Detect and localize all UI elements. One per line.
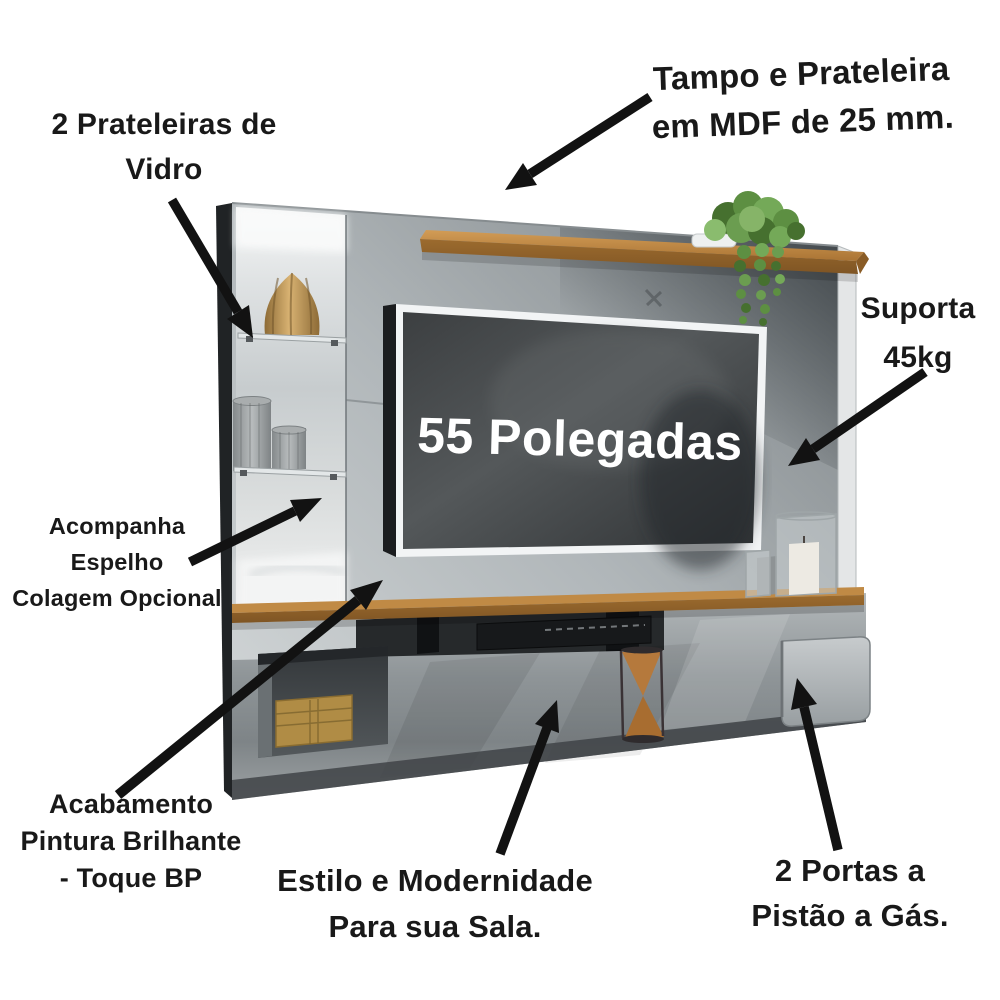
mirror-column [236, 207, 347, 610]
annotation-acabamento-line1: Acabamento [48, 789, 214, 819]
top-shelf-top [420, 230, 864, 261]
annotation-acabamento: Acabamento Pintura Brilhante - Toque BP [0, 786, 262, 897]
glass-shelf-2 [233, 466, 347, 478]
lower-shelf-top [232, 587, 864, 613]
annotation-acompanha: Acompanha Espelho Colagem Opcional [3, 508, 231, 616]
shelf-bracket [240, 470, 247, 476]
cabinet-reflection-streak [380, 653, 540, 778]
annotation-arrows [114, 93, 928, 856]
candles [745, 511, 837, 598]
panel-left-edge [216, 203, 232, 798]
annotation-suporta-line2: 45kg [883, 341, 953, 374]
annotation-estilo-line1: Estilo e Modernidade [277, 863, 593, 898]
tv [383, 304, 767, 570]
gray-vase-tall-top [232, 396, 272, 406]
mirror-ceiling-reflection [236, 207, 346, 252]
shelf-bracket [330, 474, 337, 480]
tv-side-edge [383, 304, 396, 557]
speaker-left [417, 611, 439, 654]
top-shelf-front [420, 239, 858, 274]
annotation-tampo: Tampo e Prateleira em MDF de 25 mm. [610, 43, 993, 152]
glass-holder-small [745, 549, 771, 598]
estilo-arrow-icon [495, 700, 559, 856]
gray-vase-tall [233, 400, 271, 471]
gray-vase-short [272, 428, 306, 471]
lower-shelf-shadow [232, 605, 864, 630]
annotation-portas-line1: 2 Portas a [774, 853, 926, 888]
mirror-reflection-line [249, 564, 346, 577]
gold-vase [264, 273, 320, 335]
top-shelf-end [856, 252, 869, 274]
lower-shelf-front [232, 595, 864, 623]
glass-shelf-upper [237, 272, 347, 346]
glass-shelf-1 [237, 332, 347, 344]
hourglass-decor [619, 646, 665, 743]
annotation-portas-line2: Pistão a Gás. [751, 898, 949, 933]
top-wood-shelf [420, 230, 869, 282]
top-shelf-shadow [422, 251, 858, 282]
gold-box [275, 694, 353, 748]
annotation-acabamento-line3: - Toque BP [59, 863, 203, 893]
hourglass-bottom-cone [624, 696, 664, 740]
cabinet-highlight-streak [660, 614, 790, 730]
hourglass-top-cone [622, 650, 662, 696]
tampo-arrow-icon [505, 93, 653, 190]
annotation-estilo-line2: Para sua Sala. [328, 909, 542, 944]
tv-screen-shadow [640, 390, 760, 570]
annotation-prateleiras: 2 Prateleiras de Vidro [28, 102, 300, 192]
hanging-plant [691, 191, 805, 326]
prateleiras-arrow-icon [167, 197, 253, 338]
gray-vase-short-top [271, 425, 307, 435]
annotation-suporta: Suporta 45kg [843, 284, 993, 382]
lower-wood-shelf [232, 587, 864, 630]
acompanha-arrow-icon [187, 498, 322, 567]
annotation-acompanha-line1: Acompanha [48, 513, 186, 539]
hourglass-top [621, 646, 663, 654]
dvd-front-buttons [544, 624, 646, 631]
mirror-surface [236, 207, 346, 610]
gold-box-lines [275, 699, 353, 744]
panel-reflection-mark [644, 288, 663, 308]
gray-vase-ribs [240, 403, 260, 470]
acabamento-arrow-icon [114, 580, 383, 799]
glass-shelf-lower [232, 396, 347, 480]
annotation-suporta-line1: Suporta [860, 292, 976, 325]
annotation-portas: 2 Portas a Pistão a Gás. [733, 848, 967, 938]
annotation-acabamento-line2: Pintura Brilhante [20, 826, 242, 856]
dvd-player [476, 615, 652, 651]
tv-size-label: 55 Polegadas [416, 407, 744, 471]
hourglass-frame [619, 648, 665, 739]
hourglass-base [622, 735, 664, 743]
annotation-acompanha-line3: Colagem Opcional [12, 585, 222, 611]
annotation-prateleiras-line2: Vidro [125, 153, 203, 186]
mirror-bed-reflection [238, 552, 346, 610]
annotation-estilo: Estilo e Modernidade Para sua Sala. [253, 858, 617, 950]
annotation-prateleiras-line1: 2 Prateleiras de [51, 108, 277, 141]
annotation-acompanha-line2: Espelho [70, 549, 164, 575]
suporta-arrow-icon [788, 368, 928, 466]
shelf-bracket [246, 336, 253, 342]
gas-piston-door [781, 636, 871, 727]
gold-vase-ribs [271, 272, 313, 336]
plant-hanging-strands [734, 243, 785, 326]
plant-foliage [704, 191, 805, 248]
shelf-bracket [331, 340, 338, 346]
cabinet-face [232, 593, 866, 800]
portas-arrow-icon [791, 678, 843, 852]
gray-vase-ribs [279, 432, 299, 470]
cabinet-bottom-edge [232, 707, 866, 800]
glass-holder-rim [775, 511, 837, 521]
white-candle [789, 542, 819, 595]
